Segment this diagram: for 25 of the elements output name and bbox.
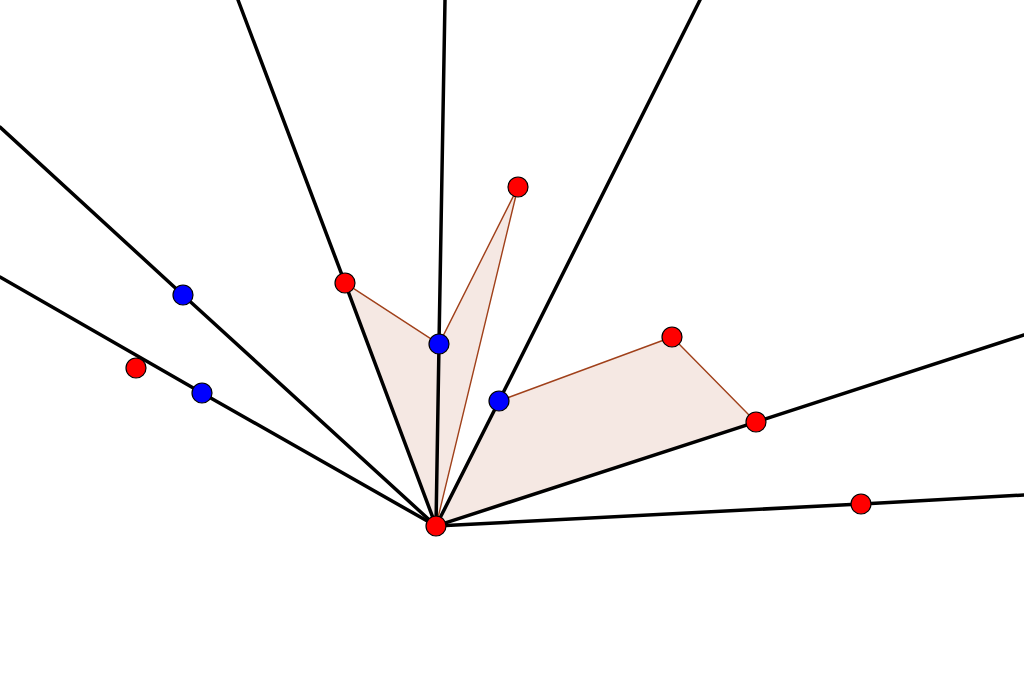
point-marker — [191, 382, 213, 404]
line — [0, 275, 196, 390]
line — [236, 0, 344, 276]
line — [501, 0, 702, 394]
point-marker — [125, 357, 147, 379]
point-marker — [850, 493, 872, 515]
line — [352, 287, 432, 340]
point-marker — [488, 390, 510, 412]
line — [507, 339, 664, 399]
point-marker — [661, 326, 683, 348]
line — [438, 408, 497, 519]
point-marker — [334, 272, 356, 294]
line — [437, 0, 447, 336]
line — [188, 300, 431, 521]
line — [678, 343, 750, 416]
line — [437, 196, 517, 517]
point-marker — [172, 284, 194, 306]
line — [346, 290, 435, 519]
line — [434, 352, 441, 518]
point-marker — [425, 515, 447, 537]
point-marker — [745, 411, 767, 433]
line — [0, 125, 178, 290]
line — [442, 195, 515, 336]
point-marker — [507, 176, 529, 198]
point-marker — [428, 333, 450, 355]
